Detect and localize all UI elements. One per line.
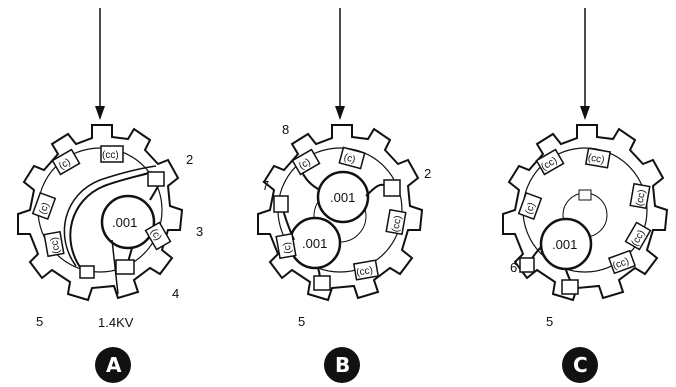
wire-a1 [69,171,153,271]
pin-label-a-3: 3 [196,224,203,239]
svg-text:(c): (c) [38,201,52,216]
pad-a2: (cc) [100,145,124,163]
capacitor-value-c: .001 [552,237,577,252]
pad-c1: (cc) [535,148,565,176]
arrow-head-a [95,106,105,120]
panel-badge-b [324,347,360,383]
pin-label-a-2: 2 [186,152,193,167]
wire-a2 [63,165,157,267]
arrow-head-b [335,106,345,120]
panel-a: .001 (c) (cc) (c) (c) (cc) 2 3 4 5 1.4KV… [17,8,203,383]
svg-text:(cc): (cc) [634,189,648,207]
socket-key-c [578,189,592,201]
svg-text:(c): (c) [148,227,163,243]
svg-text:(c): (c) [281,241,294,254]
svg-text:(cc): (cc) [611,256,630,272]
panel-badge-c-text: C [573,353,588,377]
pin-label-b-7: 7 [262,178,269,193]
voltage-label-a: 1.4KV [98,315,134,330]
pad-b2: (c) [338,146,366,170]
pad-c6: (cc) [624,221,652,251]
svg-text:(cc): (cc) [587,152,605,166]
leader-a [111,239,119,295]
panel-b: .001 .001 (c) (c) (cc) (cc) (c) 8 7 2 5 … [257,8,431,383]
capacitor-b1 [316,170,370,224]
svg-text:(cc): (cc) [49,236,63,254]
pad-a8 [147,171,165,187]
pad-b1: (c) [291,148,321,176]
pad-a5: (cc) [43,230,65,258]
pad-c8 [561,279,579,295]
arrow-head-c [580,106,590,120]
svg-text:(c): (c) [342,152,356,166]
pad-b5: (c) [275,232,297,260]
pad-c2: (cc) [584,147,612,169]
panel-badge-b-text: B [335,353,350,377]
panel-badge-c [562,347,598,383]
panel-badge-a-text: A [106,353,122,377]
wire-b1 [301,171,321,191]
panel-c: .001 (cc) (cc) (c) (cc) (cc) (cc) 6 5 C [502,8,669,383]
pad-a4: (c) [144,221,172,251]
pad-a3: (c) [31,191,57,221]
pin-label-c-5: 5 [546,314,553,329]
pad-b4: (cc) [352,259,380,281]
pad-c4: (cc) [629,182,651,210]
pad-c7 [519,257,535,273]
socket-outline-c [502,124,669,302]
capacitor-c [539,217,593,271]
svg-text:(cc): (cc) [390,215,404,233]
pin-label-b-2: 2 [424,166,431,181]
pin-label-b-8: 8 [282,122,289,137]
pad-c5: (cc) [607,249,637,275]
wire-b2 [365,183,387,197]
socket-outline-b [257,124,424,302]
pad-a1: (c) [51,148,81,176]
svg-text:(cc): (cc) [355,265,373,279]
svg-text:(c): (c) [524,201,538,216]
pad-b6 [383,179,401,197]
svg-text:(c): (c) [297,157,313,172]
pad-a6 [115,259,135,275]
pin-label-a-5: 5 [36,314,43,329]
capacitor-value-b2: .001 [302,236,327,251]
svg-text:(c): (c) [57,157,73,172]
panel-badge-a [95,347,131,383]
pad-c3: (c) [517,191,543,221]
pad-b3: (cc) [385,208,407,236]
pin-label-a-4: 4 [172,286,179,301]
pad-a7 [79,265,95,279]
svg-text:(cc): (cc) [102,150,119,161]
socket-outline-a [17,124,184,302]
pin-label-b-5: 5 [298,314,305,329]
pad-b8 [313,275,331,291]
capacitor-a [100,194,156,250]
pin-label-c-6: 6 [510,260,517,275]
capacitor-value-b1: .001 [330,190,355,205]
capacitor-value-a: .001 [112,215,137,230]
pad-b7 [273,195,289,213]
